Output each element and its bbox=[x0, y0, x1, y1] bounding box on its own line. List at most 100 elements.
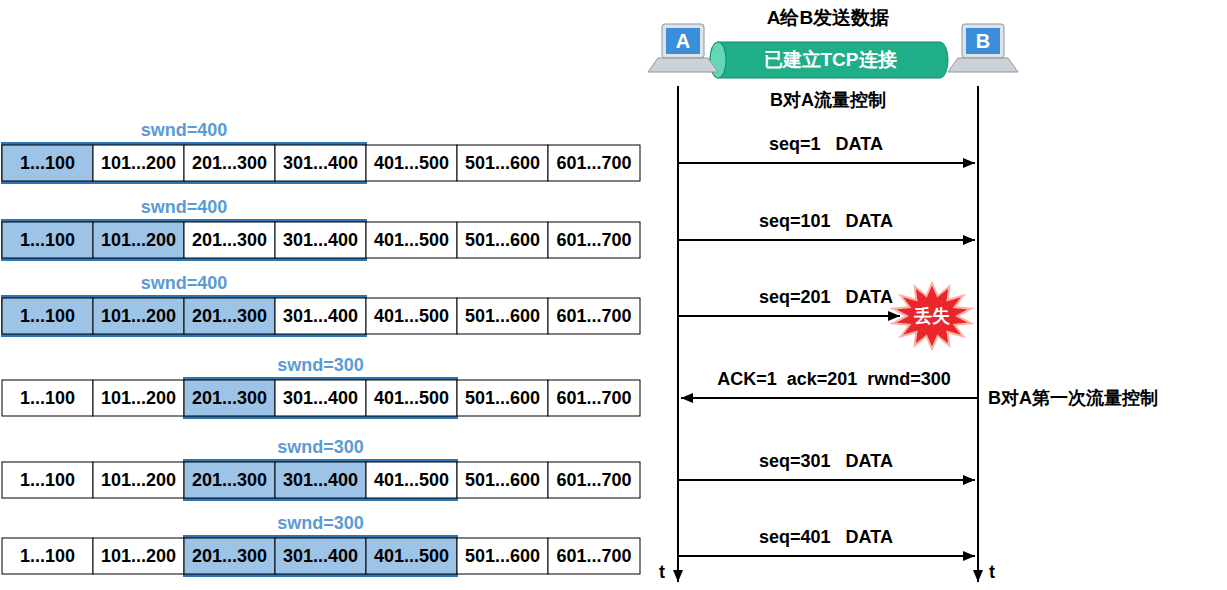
sequence-range: 101...200 bbox=[101, 470, 176, 491]
sequence-range: 601...700 bbox=[556, 153, 631, 174]
seq-cell bbox=[548, 462, 640, 498]
sequence-range: 1...100 bbox=[20, 470, 75, 491]
sequence-range: 201...300 bbox=[192, 546, 267, 567]
seq-cell bbox=[93, 222, 184, 258]
window-size: swnd=400 bbox=[141, 120, 228, 141]
sequence-range: 101...200 bbox=[101, 306, 176, 327]
node-text: 丢失 bbox=[914, 306, 950, 327]
sequence-range: 401...500 bbox=[374, 230, 449, 251]
seq-cell bbox=[366, 298, 457, 334]
seq-cell bbox=[457, 462, 548, 498]
sequence-range: 501...600 bbox=[465, 153, 540, 174]
window-frame bbox=[183, 459, 458, 501]
node-text: 已建立TCP连接 bbox=[764, 49, 897, 71]
sequence-range: 601...700 bbox=[556, 230, 631, 251]
window-frame bbox=[183, 535, 458, 577]
sequence-range: 601...700 bbox=[556, 306, 631, 327]
seq-cell bbox=[93, 298, 184, 334]
sequence-range: 601...700 bbox=[556, 388, 631, 409]
message-arrow bbox=[679, 239, 975, 241]
window-frame bbox=[1, 295, 367, 337]
lifeline bbox=[677, 86, 679, 582]
sequence-range: 501...600 bbox=[465, 306, 540, 327]
sequence-range: 301...400 bbox=[283, 153, 358, 174]
seq-cell bbox=[548, 538, 640, 574]
seq-cell bbox=[2, 538, 93, 574]
sequence-range: 1...100 bbox=[20, 546, 75, 567]
time-axis: t bbox=[659, 562, 665, 583]
sequence-range: 301...400 bbox=[283, 306, 358, 327]
note-label: B对A第一次流量控制 bbox=[988, 388, 1158, 409]
seq-cell bbox=[275, 380, 366, 416]
seq-cell bbox=[275, 538, 366, 574]
sliding-windows bbox=[1, 142, 640, 577]
pipe-body bbox=[710, 42, 948, 78]
seq-cell bbox=[366, 538, 457, 574]
sequence-range: 401...500 bbox=[374, 388, 449, 409]
sequence-range: 101...200 bbox=[101, 230, 176, 251]
sequence-range: 1...100 bbox=[20, 153, 75, 174]
message-arrow bbox=[679, 479, 975, 481]
sequence-range: 501...600 bbox=[465, 470, 540, 491]
seq-cell bbox=[548, 298, 640, 334]
sequence-range: 201...300 bbox=[192, 306, 267, 327]
host-laptop: B bbox=[973, 29, 993, 54]
pipe-end bbox=[710, 42, 726, 78]
seq-cell bbox=[548, 380, 640, 416]
sequence-range: 501...600 bbox=[465, 546, 540, 567]
sequence-range: 501...600 bbox=[465, 388, 540, 409]
window-frame bbox=[183, 377, 458, 419]
window-size: swnd=400 bbox=[141, 197, 228, 218]
sequence-range: 201...300 bbox=[192, 388, 267, 409]
message-label: seq=201 DATA bbox=[759, 287, 893, 308]
seq-cell bbox=[93, 380, 184, 416]
seq-cell bbox=[184, 222, 275, 258]
message-label: seq=301 DATA bbox=[759, 451, 893, 472]
sequence-range: 401...500 bbox=[374, 153, 449, 174]
seq-cell bbox=[2, 298, 93, 334]
sequence-range: 301...400 bbox=[283, 230, 358, 251]
seq-cell bbox=[93, 538, 184, 574]
message-label: seq=1 DATA bbox=[769, 134, 883, 155]
sequence-range: 601...700 bbox=[556, 470, 631, 491]
sequence-range: 301...400 bbox=[283, 546, 358, 567]
sequence-range: 201...300 bbox=[192, 230, 267, 251]
loss-burst-star bbox=[893, 283, 971, 349]
seq-cell bbox=[184, 380, 275, 416]
message-arrow bbox=[679, 315, 900, 317]
laptop-icon bbox=[948, 24, 1018, 72]
sequence-range: 401...500 bbox=[374, 470, 449, 491]
window-size: swnd=300 bbox=[277, 355, 364, 376]
tcp-connection-pipe: 已建立TCP连接 bbox=[761, 48, 900, 72]
ack-arrow bbox=[681, 397, 977, 399]
seq-cell bbox=[457, 538, 548, 574]
seq-cell bbox=[275, 298, 366, 334]
seq-cell bbox=[366, 222, 457, 258]
sequence-range: 201...300 bbox=[192, 470, 267, 491]
sequence-range: 201...300 bbox=[192, 153, 267, 174]
message-label: seq=401 DATA bbox=[759, 527, 893, 548]
window-size: swnd=300 bbox=[277, 513, 364, 534]
seq-cell bbox=[93, 462, 184, 498]
seq-cell bbox=[184, 538, 275, 574]
sequence-range: 101...200 bbox=[101, 388, 176, 409]
seq-cell bbox=[275, 462, 366, 498]
seq-cell bbox=[366, 145, 457, 181]
sequence-range: 301...400 bbox=[283, 470, 358, 491]
seq-cell bbox=[457, 380, 548, 416]
lifeline bbox=[977, 86, 979, 582]
seq-cell bbox=[366, 380, 457, 416]
loss-burst: 丢失 bbox=[911, 305, 953, 328]
sequence-range: 401...500 bbox=[374, 306, 449, 327]
window-frame bbox=[1, 219, 367, 261]
sequence-range: 1...100 bbox=[20, 230, 75, 251]
sequence-range: 601...700 bbox=[556, 546, 631, 567]
loss-burst-shape bbox=[893, 283, 971, 349]
message-arrow bbox=[679, 162, 975, 164]
seq-cell bbox=[2, 380, 93, 416]
sequence-range: 501...600 bbox=[465, 230, 540, 251]
time-axis: t bbox=[989, 562, 995, 583]
seq-cell bbox=[366, 462, 457, 498]
